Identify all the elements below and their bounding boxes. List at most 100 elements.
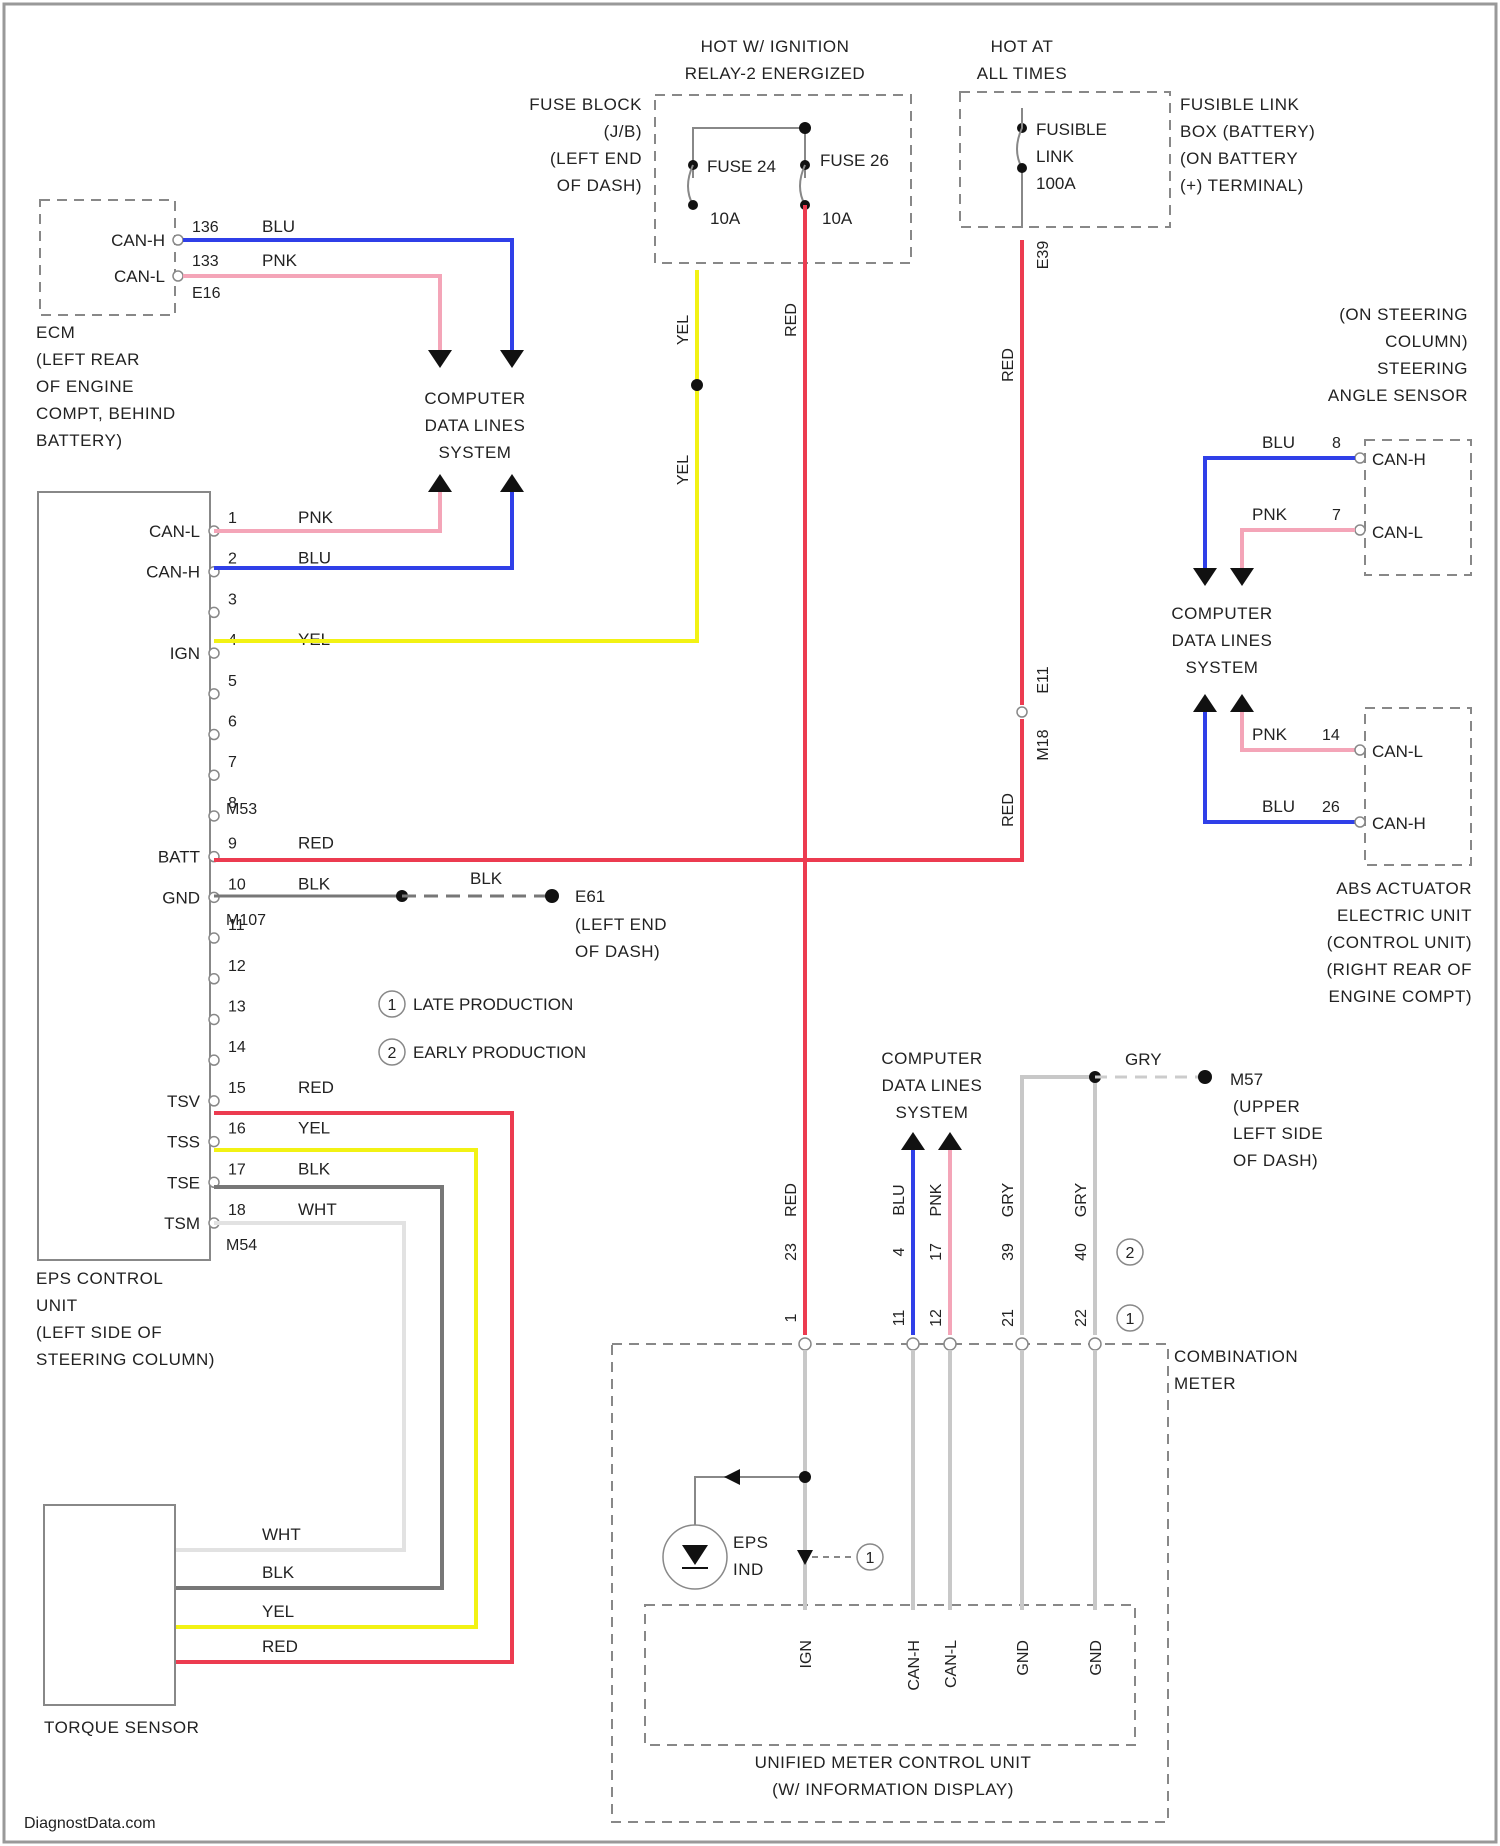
ground-e61-id: E61: [575, 887, 605, 906]
torque-blk-wire: [175, 1187, 442, 1588]
ground-e61-point: [545, 889, 559, 903]
eps-pin-11: [209, 933, 219, 943]
meter-pin-late: 1: [783, 1313, 800, 1322]
meter-wire-color: GRY: [1073, 1182, 1090, 1217]
connector-e39-label: E39: [1035, 241, 1052, 270]
meter-pin-early: 39: [1000, 1243, 1017, 1261]
meter-connector-pin: [799, 1338, 811, 1350]
steering-pin-canh: [1355, 453, 1365, 463]
meter-canl-arrow: [938, 1132, 962, 1150]
meter-early-number: 2: [1126, 1245, 1135, 1262]
watermark: DiagnostData.com: [24, 1815, 156, 1832]
meter-ground-color: GRY: [1125, 1050, 1162, 1069]
eps-pin-signal: CAN-L: [149, 522, 200, 541]
steering-canl-label: CAN-L: [1372, 523, 1423, 542]
legend-early-label: EARLY PRODUCTION: [413, 1043, 586, 1062]
meter-pin-early: 23: [783, 1243, 800, 1261]
meter-wire-color: PNK: [928, 1183, 945, 1216]
eps-pin-number: 18: [228, 1202, 246, 1219]
ecm-pin-h-num: 136: [192, 219, 219, 236]
ign-splice: [691, 379, 703, 391]
steering-canh-arrow: [1193, 568, 1217, 586]
steering-pnk-label: PNK: [1252, 505, 1288, 524]
ground-e61-location: (LEFT ENDOF DASH): [575, 915, 667, 961]
meter-pin-late: 22: [1073, 1309, 1090, 1327]
hot-ignition-label: HOT W/ IGNITIONRELAY-2 ENERGIZED: [685, 37, 865, 83]
steering-canh-label: CAN-H: [1372, 450, 1426, 469]
eps-pin-list: 1CAN-LPNK2CAN-HBLU34IGNYEL56789BATTRED10…: [146, 508, 337, 1233]
eps-pin-4: [209, 648, 219, 658]
ground-e61-color: BLK: [470, 869, 503, 888]
torque-wire-color: RED: [262, 1637, 298, 1656]
torque-sensor-box: [44, 1505, 175, 1705]
torque-sensor-label: TORQUE SENSOR: [44, 1718, 199, 1737]
meter-signal-name: IGN: [798, 1640, 815, 1668]
ecm-canl-arrow: [428, 350, 452, 368]
eps-pin-5: [209, 689, 219, 699]
steering-pin-canl: [1355, 525, 1365, 535]
eps-pin-3: [209, 607, 219, 617]
eps-pin-number: 12: [228, 958, 246, 975]
eps-wire-color: RED: [298, 1078, 334, 1097]
meter-signal-name: CAN-H: [906, 1640, 923, 1691]
abs-pin-canh: [1355, 817, 1365, 827]
eps-pin-number: 1: [228, 510, 237, 527]
eps-pin-number: 17: [228, 1161, 246, 1178]
meter-ign-junction-arrow: [797, 1550, 813, 1565]
ecm-canh-label: CAN-H: [111, 231, 165, 250]
eps-pin-number: 16: [228, 1121, 246, 1138]
batt-wire-color-bottom: RED: [1000, 793, 1017, 827]
steering-blu-label: BLU: [1262, 433, 1295, 452]
meter-canh-arrow: [901, 1132, 925, 1150]
eps-pin-number: 3: [228, 591, 237, 608]
fuse-bus-node: [799, 122, 811, 134]
ecm-pnk-label: PNK: [262, 251, 298, 270]
meter-ground-location: (UPPERLEFT SIDEOF DASH): [1233, 1097, 1323, 1170]
abs-canh-arrow: [1193, 694, 1217, 712]
meter-connector-pin: [907, 1338, 919, 1350]
eps-canh-arrow: [500, 474, 524, 492]
connector-e11-label: E11: [1035, 666, 1052, 693]
eps-wire-color: RED: [298, 834, 334, 853]
eps-pin-number: 13: [228, 998, 246, 1015]
eps-wire-color: YEL: [298, 1119, 330, 1138]
meter-connector-pin: [1016, 1338, 1028, 1350]
eps-pin-number: 2: [228, 551, 237, 568]
meter-pin-late: 11: [891, 1310, 908, 1327]
abs-canl-label: CAN-L: [1372, 742, 1423, 761]
meter-ground-id: M57: [1230, 1070, 1263, 1089]
fusible-link-terminal-bottom: [1017, 163, 1027, 173]
meter-pin-late: 12: [928, 1309, 945, 1327]
ign-wire-color-top: YEL: [675, 315, 692, 345]
eps-pin-13: [209, 1014, 219, 1024]
eps-pin-6: [209, 730, 219, 740]
meter-signal-name: GND: [1088, 1640, 1105, 1676]
eps-pin-signal: TSM: [164, 1214, 200, 1233]
eps-pin-number: 9: [228, 836, 237, 853]
ecm-pin-canh: [173, 235, 183, 245]
eps-connector-m107: M107: [226, 912, 266, 929]
fuse-26-amp: 10A: [822, 209, 853, 228]
steering-pin-h-num: 8: [1332, 435, 1341, 452]
meter-pin-early: 4: [891, 1247, 908, 1256]
abs-canl-arrow: [1230, 694, 1254, 712]
eps-wire-color: BLU: [298, 549, 331, 568]
ecm-connector-id: E16: [192, 285, 221, 302]
meter-wire-color: RED: [783, 1183, 800, 1217]
fuse-block-box: [655, 95, 911, 263]
ecm-label: ECM(LEFT REAROF ENGINECOMPT, BEHINDBATTE…: [36, 323, 176, 450]
eps-pin-number: 6: [228, 714, 237, 731]
meter-internal-late-number: 1: [866, 1550, 875, 1567]
batt-wire-color-top: RED: [1000, 348, 1017, 382]
eps-ind-arrow: [724, 1469, 740, 1485]
eps-pin-number: 7: [228, 754, 237, 771]
eps-pin-signal: GND: [162, 888, 200, 907]
unified-meter-unit-box: [645, 1605, 1135, 1745]
legend-late-label: LATE PRODUCTION: [413, 995, 573, 1014]
ecm-canl-wire: [183, 276, 440, 350]
